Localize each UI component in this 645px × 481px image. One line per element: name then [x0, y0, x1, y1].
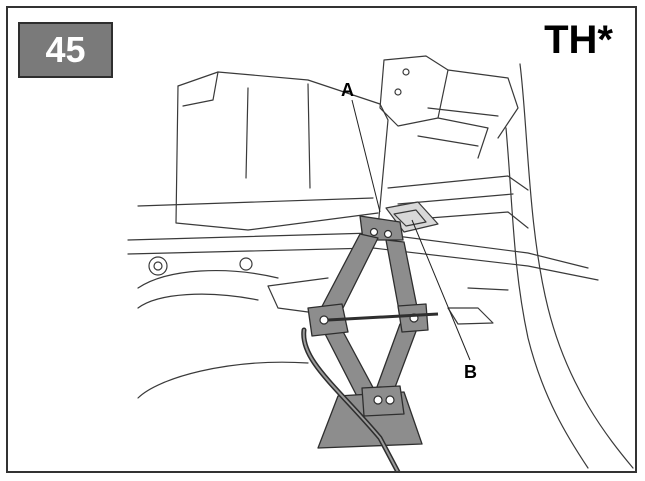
illustration-frame: 45 TH* A B [6, 6, 637, 473]
callout-b-label: B [464, 362, 477, 382]
callout-a-label: A [341, 80, 354, 100]
step-number-badge: 45 [18, 22, 113, 78]
model-code-label: TH* [544, 18, 613, 62]
scissor-jack-under-vehicle-illustration [127, 55, 634, 471]
step-number: 45 [45, 29, 86, 70]
